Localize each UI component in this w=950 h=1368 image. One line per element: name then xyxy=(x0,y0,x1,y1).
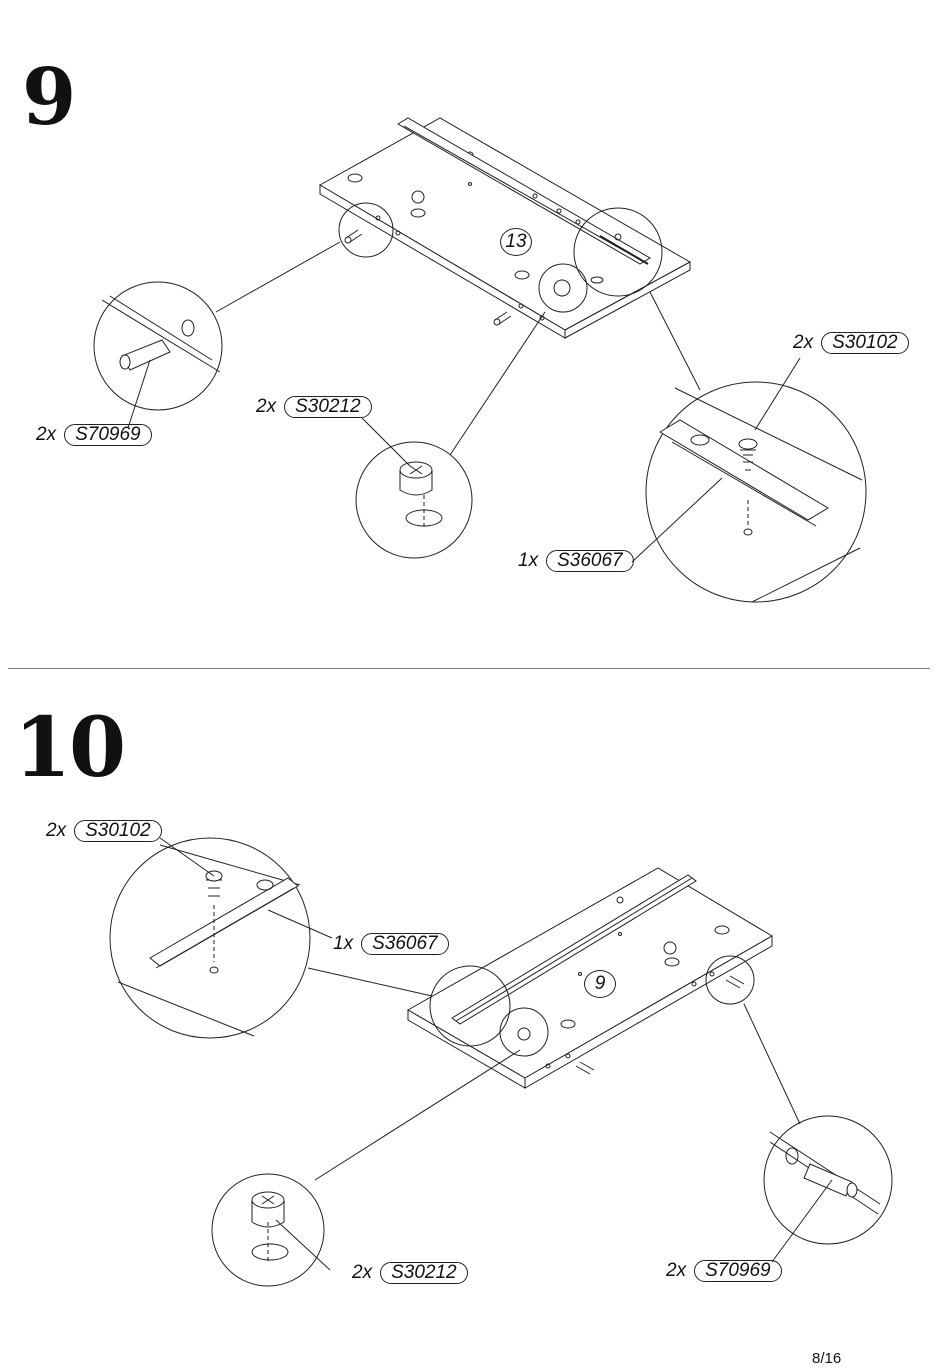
section-divider xyxy=(8,668,930,669)
step9-rail-detail xyxy=(631,291,867,603)
step9-panel-callout: 13 xyxy=(500,228,532,256)
part-quantity: 2x xyxy=(666,1260,687,1281)
step10-panel-callout: 9 xyxy=(584,970,616,998)
part-quantity: 2x xyxy=(352,1262,373,1283)
step10-cam-detail xyxy=(211,1049,521,1287)
step9-part-label: 2x S70969 xyxy=(36,424,152,446)
part-code: S70969 xyxy=(64,424,152,446)
step-10-number: 10 xyxy=(14,700,126,796)
step9-part-label: 1x S36067 xyxy=(518,550,634,572)
step10-dowel-detail xyxy=(743,1003,893,1263)
part-quantity: 1x xyxy=(518,550,539,571)
part-code: S36067 xyxy=(546,550,634,572)
step9-dowel-detail xyxy=(93,241,341,429)
part-quantity: 1x xyxy=(333,933,354,954)
step10-part-label: 2x S30102 xyxy=(46,820,162,842)
step10-part-label: 1x S36067 xyxy=(333,933,449,955)
part-code: S36067 xyxy=(361,933,449,955)
part-quantity: 2x xyxy=(793,332,814,353)
part-code: S30102 xyxy=(74,820,162,842)
step-9-number: 9 xyxy=(22,52,76,143)
part-code: S70969 xyxy=(694,1260,782,1282)
part-quantity: 2x xyxy=(36,424,57,445)
step9-board xyxy=(318,117,692,339)
step10-part-label: 2x S30212 xyxy=(352,1262,468,1284)
step9-cam-detail xyxy=(355,311,546,559)
part-code: S30102 xyxy=(821,332,909,354)
part-quantity: 2x xyxy=(256,396,277,417)
step9-part-label: 2x S30102 xyxy=(793,332,909,354)
step10-part-label: 2x S70969 xyxy=(666,1260,782,1282)
part-quantity: 2x xyxy=(46,820,67,841)
page-number: 8/16 xyxy=(812,1350,842,1367)
step9-part-label: 2x S30212 xyxy=(256,396,372,418)
part-code: S30212 xyxy=(284,396,372,418)
part-code: S30212 xyxy=(380,1262,468,1284)
step10-rail-detail xyxy=(109,837,433,1039)
